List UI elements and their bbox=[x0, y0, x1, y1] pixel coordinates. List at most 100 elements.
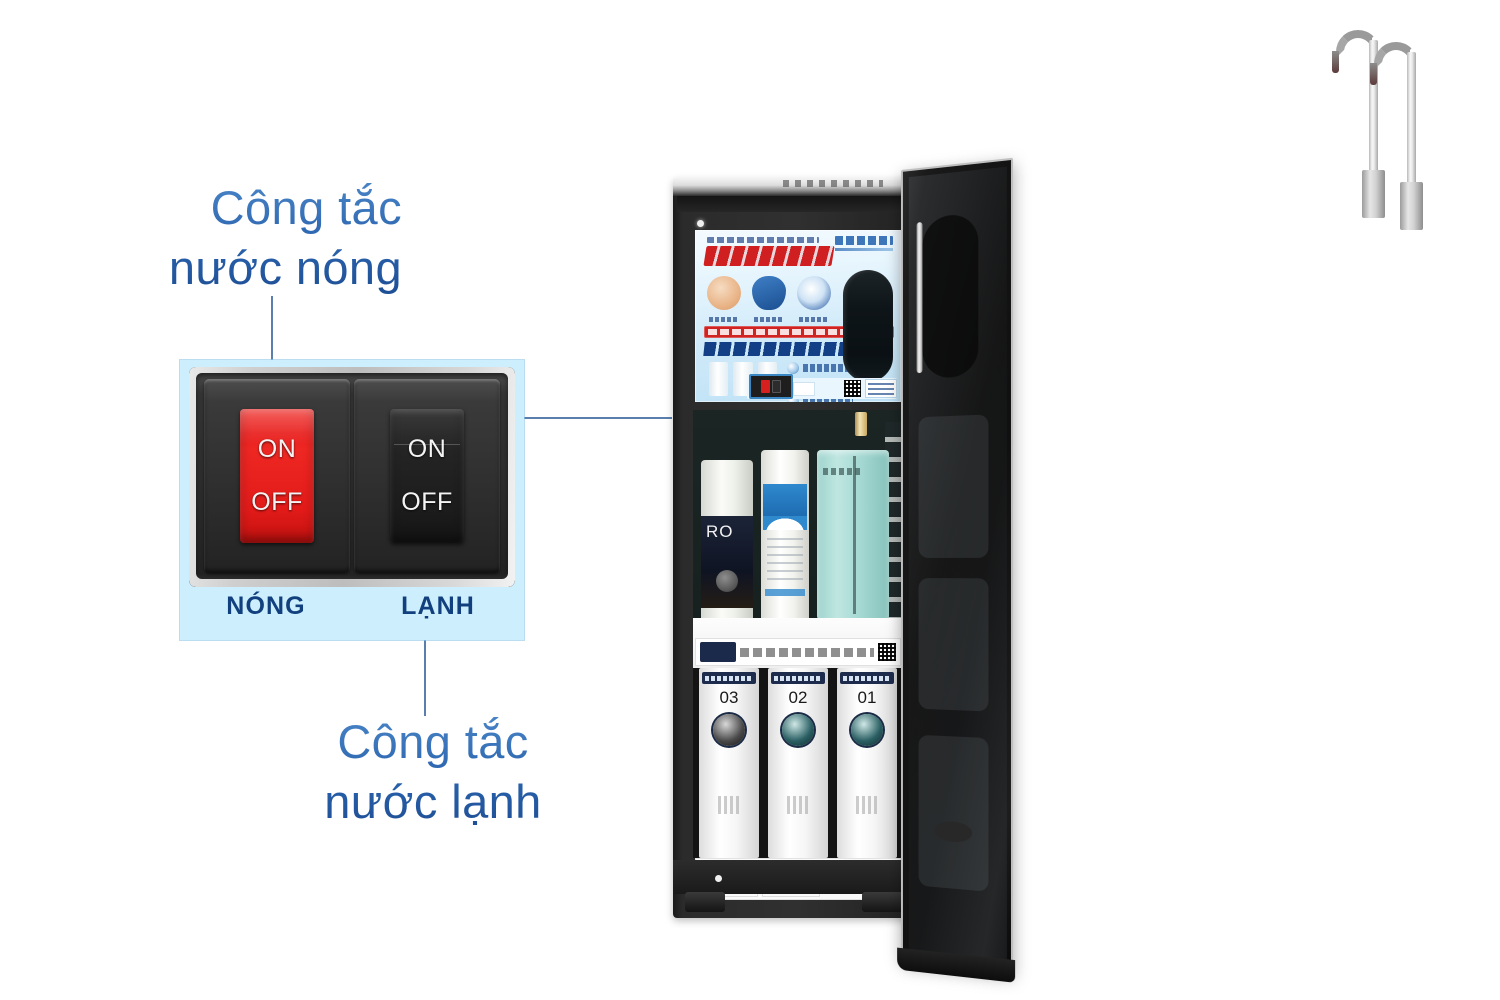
tank-seam bbox=[853, 456, 856, 614]
upper-filter-compartment: RO bbox=[693, 410, 903, 640]
product-decal-sticker bbox=[695, 230, 901, 402]
decal-icon-health bbox=[705, 274, 742, 322]
bullet-dot-icon bbox=[787, 396, 799, 402]
filter-badge-icon bbox=[713, 714, 745, 746]
cartridge-spec-text bbox=[767, 538, 803, 580]
decal-icon-caption bbox=[799, 317, 830, 322]
ro-membrane-cartridge: RO bbox=[701, 460, 753, 632]
cartridge-label-band bbox=[701, 516, 753, 608]
ventilation-fins bbox=[885, 422, 901, 622]
water-purifier-product-image: RO bbox=[655, 0, 1423, 983]
decal-bullet-item bbox=[787, 396, 853, 402]
bullet-dot-icon bbox=[787, 362, 799, 374]
filter-stage-3: 03 bbox=[699, 668, 759, 858]
cabinet-top-band bbox=[677, 196, 914, 212]
cabinet-foot-right bbox=[862, 892, 906, 912]
hot-switch-caption: NÓNG bbox=[226, 592, 306, 620]
mineral-water-tank bbox=[817, 450, 889, 620]
shield-icon bbox=[751, 276, 786, 310]
decal-switch-highlight bbox=[749, 374, 793, 399]
filter-spec-text bbox=[787, 796, 809, 814]
faucet-stem bbox=[1369, 40, 1378, 180]
door-glass-panel[interactable] bbox=[901, 157, 1014, 973]
decal-hot-switch-icon bbox=[761, 380, 770, 393]
filter-stage-2: 02 bbox=[768, 668, 828, 858]
decal-icon-droplet bbox=[796, 274, 833, 322]
door-reflection-shape bbox=[918, 734, 989, 892]
decal-icon-caption bbox=[708, 317, 739, 322]
qr-code-icon bbox=[878, 643, 896, 661]
switch-plate-recess: ON OFF ON OFF bbox=[196, 373, 508, 579]
filter-stage-1: 01 bbox=[837, 668, 897, 858]
qr-code-icon bbox=[844, 380, 861, 397]
faucet-neck-icon bbox=[1336, 30, 1380, 58]
door-reflection-shape bbox=[918, 578, 989, 712]
tank-label bbox=[823, 468, 863, 475]
cartridge-wave-graphic bbox=[763, 516, 807, 530]
bullet-text bbox=[803, 398, 853, 402]
manifold-label-text bbox=[740, 647, 874, 657]
lower-filter-compartment: 03 02 01 bbox=[693, 668, 903, 858]
filter-stage-number: 03 bbox=[719, 688, 739, 707]
cold-water-switch-housing[interactable]: ON OFF bbox=[354, 379, 500, 573]
filter-badge-icon bbox=[782, 714, 814, 746]
cabinet-base-panel bbox=[673, 860, 918, 894]
hot-switch-off-label: OFF bbox=[251, 488, 303, 516]
decal-cartridge bbox=[709, 362, 729, 396]
manifold-info-label bbox=[695, 638, 901, 666]
callout-label-hot-switch: Công tắc nước nóng bbox=[152, 178, 402, 298]
faucet-neck-icon bbox=[1374, 42, 1418, 70]
filter-cap bbox=[840, 672, 894, 684]
decal-icon-shield bbox=[750, 274, 787, 322]
decal-icon-caption bbox=[753, 317, 784, 322]
filter-manifold bbox=[693, 618, 903, 668]
base-indicator-dot bbox=[715, 875, 722, 882]
cartridge-accent-band bbox=[765, 589, 805, 596]
decal-headline bbox=[703, 246, 835, 266]
cold-water-rocker-switch[interactable]: ON OFF bbox=[390, 409, 464, 543]
faucet-spout-icon bbox=[1332, 51, 1339, 73]
faucet-spout-icon bbox=[1370, 63, 1377, 85]
leader-line-connector bbox=[520, 417, 672, 419]
filter-spec-text bbox=[856, 796, 878, 814]
hot-water-switch-housing[interactable]: ON OFF bbox=[204, 379, 350, 573]
decal-cold-switch-icon bbox=[772, 380, 781, 393]
cold-switch-caption: LẠNH bbox=[401, 592, 475, 620]
cabinet-foot-left bbox=[685, 892, 725, 912]
water-level-window bbox=[843, 270, 893, 382]
filter-badge-icon bbox=[851, 714, 883, 746]
faucet-stem bbox=[1407, 52, 1416, 192]
cabinet-top-surface bbox=[673, 178, 918, 196]
decal-code-box bbox=[793, 382, 815, 396]
decal-feature-icons bbox=[705, 274, 833, 322]
cartridge-seal-icon bbox=[716, 570, 738, 592]
filter-cap bbox=[771, 672, 825, 684]
glass-door[interactable] bbox=[897, 157, 1016, 983]
manifold-label-badge bbox=[700, 642, 736, 662]
cold-switch-off-label: OFF bbox=[401, 488, 453, 516]
filter-stage-number: 01 bbox=[857, 688, 877, 707]
person-icon bbox=[706, 276, 741, 310]
cartridge-brand-band bbox=[763, 484, 807, 518]
decal-brand-underline bbox=[835, 248, 893, 251]
decal-brand-logo bbox=[835, 236, 893, 245]
callout-label-cold-switch: Công tắc nước lạnh bbox=[318, 712, 548, 832]
bullet-text bbox=[803, 364, 853, 372]
decal-tagline bbox=[707, 237, 819, 243]
door-reflection bbox=[908, 166, 1007, 964]
filter-cap bbox=[702, 672, 756, 684]
top-vent-icon bbox=[783, 180, 883, 187]
cold-switch-on-label: ON bbox=[407, 435, 447, 463]
faucet-base bbox=[1362, 170, 1385, 218]
filter-spec-text bbox=[718, 796, 740, 814]
door-reflection-shape bbox=[922, 212, 979, 379]
door-handle[interactable] bbox=[916, 221, 923, 374]
purifier-cabinet: RO bbox=[673, 178, 918, 918]
decal-bullet-item bbox=[787, 362, 853, 374]
droplet-icon bbox=[797, 276, 832, 310]
hot-water-rocker-switch[interactable]: ON OFF bbox=[240, 409, 314, 543]
ro-cartridge-text: RO bbox=[706, 522, 734, 541]
faucet-base bbox=[1400, 182, 1423, 230]
brass-fitting bbox=[855, 412, 867, 436]
